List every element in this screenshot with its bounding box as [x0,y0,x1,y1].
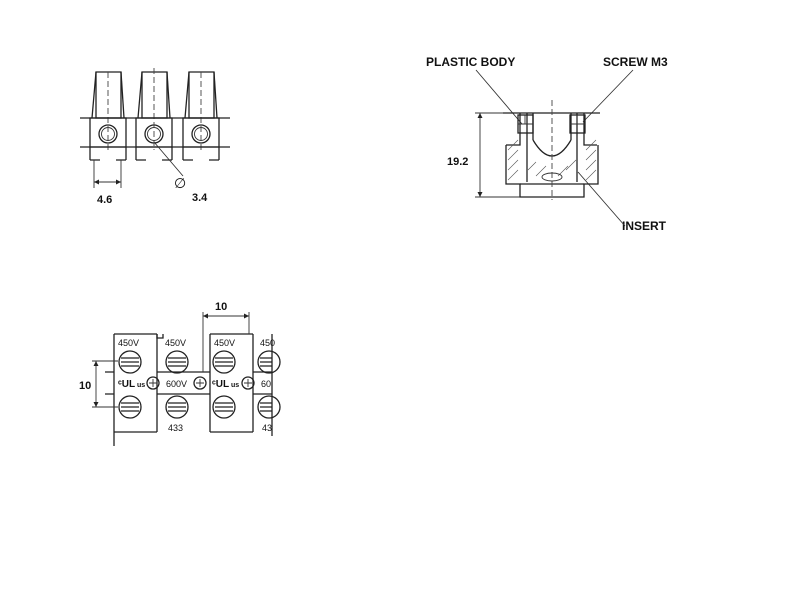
rating-label: 450V [214,338,235,348]
side-view: 4.6 ∅ 3.4 [80,68,230,206]
screw-head [165,395,189,419]
screw-head [257,395,281,419]
screw-head [212,350,236,374]
screw-head [165,350,189,374]
label-screw: SCREW M3 [603,55,668,69]
dim-hole-label: 3.4 [192,192,208,204]
diameter-symbol: ∅ [174,175,186,191]
top-view: 450V 450V 450V 450 [79,301,281,446]
label-insert: INSERT [622,219,667,233]
rating-label: 450V [118,338,139,348]
rating-label: 600V [166,379,187,389]
sleeve [135,68,173,150]
mounting-hole-icon [241,376,255,390]
screw-head [118,395,142,419]
screw-head [212,395,236,419]
dim-height-label: 19.2 [447,156,468,168]
rating-label: 450 [260,338,275,348]
ul-mark: ᶜUL [212,379,229,390]
screw-head [257,350,281,374]
rating-label: 450V [165,338,186,348]
mounting-hole-icon [146,376,160,390]
dim-width-label: 4.6 [97,194,112,206]
screw-head [118,350,142,374]
dim-pitch-label: 10 [215,301,227,313]
insert-hatch [507,139,597,181]
ul-suffix: us [137,382,145,389]
dim-row-label: 10 [79,380,91,392]
rating-label: 60 [261,379,271,389]
code-label: 433 [168,423,183,433]
ul-mark: ᶜUL [118,379,135,390]
label-plastic-body: PLASTIC BODY [426,55,515,69]
ul-suffix: us [231,382,239,389]
section-view: PLASTIC BODY SCREW M3 INSERT [426,55,668,233]
code-label: 43 [262,423,272,433]
sleeve [182,71,220,150]
sleeve [89,71,127,150]
mounting-hole-icon [193,376,207,390]
